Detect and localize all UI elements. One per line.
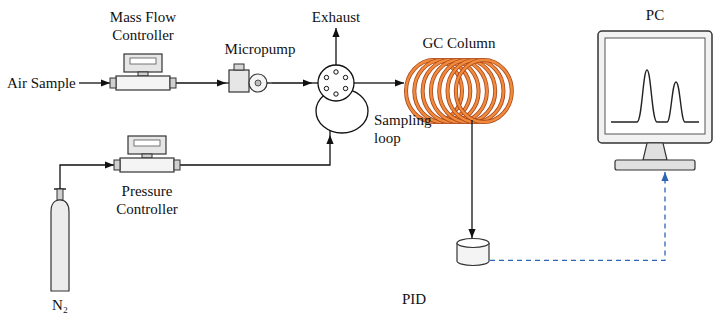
controller-flange xyxy=(114,160,120,170)
coil-outlet xyxy=(471,120,472,124)
stream-label: Exhaust xyxy=(312,9,360,25)
part-label: PC xyxy=(646,6,664,24)
gas-line xyxy=(60,165,114,186)
micropump: Micropump xyxy=(226,62,272,96)
coil-ring xyxy=(456,60,512,122)
cylinder-valve xyxy=(57,189,63,200)
valve-port xyxy=(334,70,338,74)
pump-motor xyxy=(229,70,249,92)
part-label: PID xyxy=(402,290,426,308)
monitor-neck xyxy=(643,143,667,160)
valve-port xyxy=(334,92,338,96)
pump-hub xyxy=(255,80,261,86)
coil-edge xyxy=(456,60,512,122)
mass-flow-controller-icon xyxy=(110,52,176,94)
gas-line xyxy=(372,82,404,83)
cylinder-body xyxy=(51,200,69,291)
stream-label: Air Sample xyxy=(7,75,76,91)
valve-stub xyxy=(312,82,318,83)
part-label: Mass Flow Controller xyxy=(101,8,185,44)
pid-detector-icon xyxy=(456,238,490,266)
valve-port xyxy=(343,75,347,79)
part-label: GC Column xyxy=(423,34,496,52)
controller-body xyxy=(116,76,170,90)
part-label: N₂ xyxy=(52,296,68,314)
valve-port xyxy=(343,86,347,90)
gas-line xyxy=(79,82,110,83)
detector-top xyxy=(457,239,489,248)
pressure-controller-icon xyxy=(114,134,180,176)
cylinder-outlet xyxy=(59,186,60,189)
valve-stub xyxy=(354,82,372,83)
gas-line xyxy=(471,124,472,238)
gas-cylinder-icon xyxy=(50,186,70,292)
gas-line xyxy=(180,135,330,165)
controller-body xyxy=(120,158,174,172)
pump-top xyxy=(234,64,244,70)
controller-flange xyxy=(170,78,176,88)
controller-flange xyxy=(174,160,180,170)
computer-icon xyxy=(597,30,713,172)
gas-line xyxy=(335,28,336,65)
valve-port xyxy=(324,75,328,79)
part-label: Sampling loop xyxy=(374,111,438,147)
controller-flange xyxy=(110,78,116,88)
monitor-base xyxy=(615,160,695,170)
part-label: Micropump xyxy=(225,40,296,58)
gas-line xyxy=(272,82,312,83)
controller-display xyxy=(134,140,160,146)
valve-port xyxy=(324,86,328,90)
text-node: Air Sample xyxy=(4,72,79,94)
gas-cylinder: N₂ xyxy=(50,186,70,292)
pump-head xyxy=(249,74,267,92)
gas-line xyxy=(176,82,226,83)
monitor-screen xyxy=(605,38,705,134)
pump-port xyxy=(267,82,272,83)
six-port-valve: Sampling loop xyxy=(312,65,372,135)
valve-body xyxy=(318,65,354,101)
controller-display xyxy=(130,58,156,64)
mass-flow-controller: Mass Flow Controller xyxy=(110,52,176,94)
controller-neck xyxy=(142,154,152,158)
signal-line xyxy=(490,172,665,260)
chromatogram xyxy=(611,70,699,122)
pressure-controller: Pressure Controller xyxy=(114,134,180,176)
six-port-valve-icon xyxy=(312,65,372,135)
controller-head xyxy=(128,136,166,154)
text-node: Exhaust xyxy=(309,6,363,28)
computer: PC xyxy=(597,30,713,172)
pid-detector: PID xyxy=(456,238,490,266)
micropump-icon xyxy=(226,62,272,96)
monitor-frame xyxy=(598,31,712,143)
part-label: Pressure Controller xyxy=(105,182,189,218)
controller-head xyxy=(124,54,162,72)
loop-stub xyxy=(329,130,330,135)
